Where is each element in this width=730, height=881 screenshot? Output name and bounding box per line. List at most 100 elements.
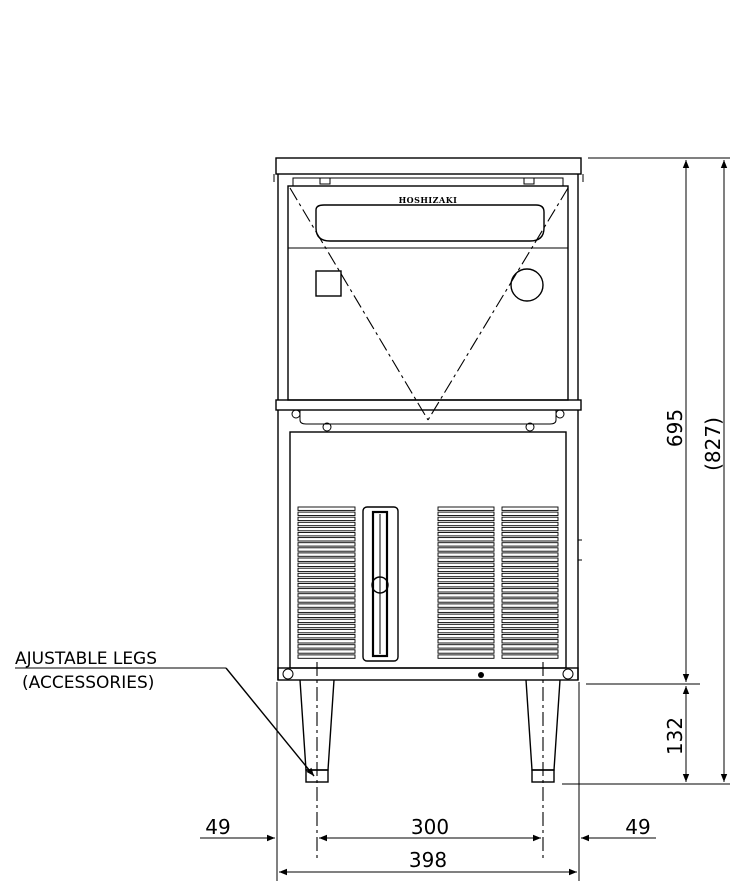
louver-slat — [437, 598, 495, 603]
louver-slat — [437, 532, 495, 537]
louver-slat — [297, 623, 356, 629]
louver-slat — [501, 511, 559, 516]
louver-slat — [501, 516, 559, 522]
louver-slat — [437, 506, 495, 511]
louver-slat — [501, 567, 559, 573]
adjustable-leg-left — [299, 662, 335, 860]
louver-slat — [437, 537, 495, 542]
louver-slat — [437, 644, 495, 649]
dim-right-offset: 49 — [625, 815, 650, 839]
louver-slat — [501, 639, 559, 644]
louver-slat — [501, 593, 559, 598]
louver-slat — [501, 583, 559, 588]
louver-slat — [501, 628, 559, 634]
louver-slat — [297, 562, 356, 567]
dim-height-total: (827) — [701, 417, 725, 471]
louver-slat — [297, 577, 356, 583]
louver-slat — [501, 506, 559, 511]
louver-slat — [437, 552, 495, 557]
louver-slat — [297, 506, 356, 511]
louver-slat — [437, 618, 495, 624]
callout-line-1: AJUSTABLE LEGS — [15, 649, 157, 669]
louver-slat — [437, 654, 495, 659]
louver-slat — [501, 526, 559, 532]
louver-slat — [437, 613, 495, 618]
dim-leg-spacing: 300 — [411, 815, 449, 839]
louver-slat — [297, 511, 356, 516]
louver-slat — [501, 542, 559, 547]
louver-slat — [501, 537, 559, 542]
louver-slat — [501, 623, 559, 629]
louver-slat — [437, 603, 495, 608]
louver-slat — [297, 567, 356, 573]
louver-slat — [437, 521, 495, 527]
louver-slat — [501, 588, 559, 593]
louver-slat — [501, 552, 559, 557]
square-switch — [315, 270, 342, 297]
louver-slat — [437, 588, 495, 593]
louver-slat — [501, 562, 559, 567]
brand-logo: HOSHIZAKI — [399, 195, 458, 205]
top-cabinet: HOSHIZAKI — [273, 157, 584, 432]
louver-slat — [501, 634, 559, 639]
louver-slat — [437, 623, 495, 629]
louver-slat — [437, 542, 495, 547]
louver-slat — [501, 532, 559, 537]
louver-slat — [437, 649, 495, 654]
dim-height-body: 695 — [663, 409, 687, 447]
louver-slat — [437, 547, 495, 552]
louver-slat — [297, 628, 356, 634]
louver-slat — [437, 583, 495, 588]
louver-slat — [501, 598, 559, 603]
round-indicator — [510, 268, 544, 302]
dim-leg-height: 132 — [663, 717, 687, 755]
louver-slat — [297, 608, 356, 613]
louver-slat — [501, 654, 559, 659]
louver-slat — [297, 552, 356, 557]
louver-slat — [297, 639, 356, 644]
louver-slat — [297, 526, 356, 532]
drawer-handle — [362, 506, 399, 662]
louver-slat — [437, 572, 495, 578]
louver-slat — [501, 521, 559, 527]
louver-slat — [297, 598, 356, 603]
louver-slat — [297, 557, 356, 562]
louver-slat — [437, 608, 495, 613]
louver-slat — [437, 557, 495, 562]
louver-slat — [297, 649, 356, 654]
louver-slat — [297, 618, 356, 624]
louver-slat — [297, 521, 356, 527]
louver-slat — [297, 572, 356, 578]
louver-slat — [297, 613, 356, 618]
louver-slat — [437, 562, 495, 567]
louver-slat — [297, 654, 356, 659]
louver-slat — [297, 537, 356, 542]
louver-slat — [297, 583, 356, 588]
louver-slat — [297, 516, 356, 522]
louver-slat — [501, 649, 559, 654]
callout-line-2: (ACCESSORIES) — [22, 673, 154, 693]
louver-slat — [297, 634, 356, 639]
ventilation-louvers — [297, 506, 559, 659]
right-dimensions: 695 (827) 132 — [562, 157, 730, 785]
louver-slat — [501, 547, 559, 552]
louver-slat — [501, 572, 559, 578]
louver-slat — [437, 628, 495, 634]
louver-slat — [297, 542, 356, 547]
louver-slat — [437, 577, 495, 583]
louver-slat — [501, 557, 559, 562]
lower-body — [277, 410, 582, 681]
drain-plug — [478, 672, 484, 678]
louver-slat — [501, 613, 559, 618]
louver-slat — [437, 567, 495, 573]
adjustable-leg-right — [525, 662, 561, 860]
louver-slat — [297, 593, 356, 598]
bottom-dimensions: 49 300 49 398 — [200, 682, 656, 881]
louver-slat — [297, 588, 356, 593]
dim-total-width: 398 — [409, 848, 447, 872]
louver-slat — [297, 603, 356, 608]
louver-slat — [437, 639, 495, 644]
louver-slat — [501, 644, 559, 649]
louver-slat — [437, 511, 495, 516]
